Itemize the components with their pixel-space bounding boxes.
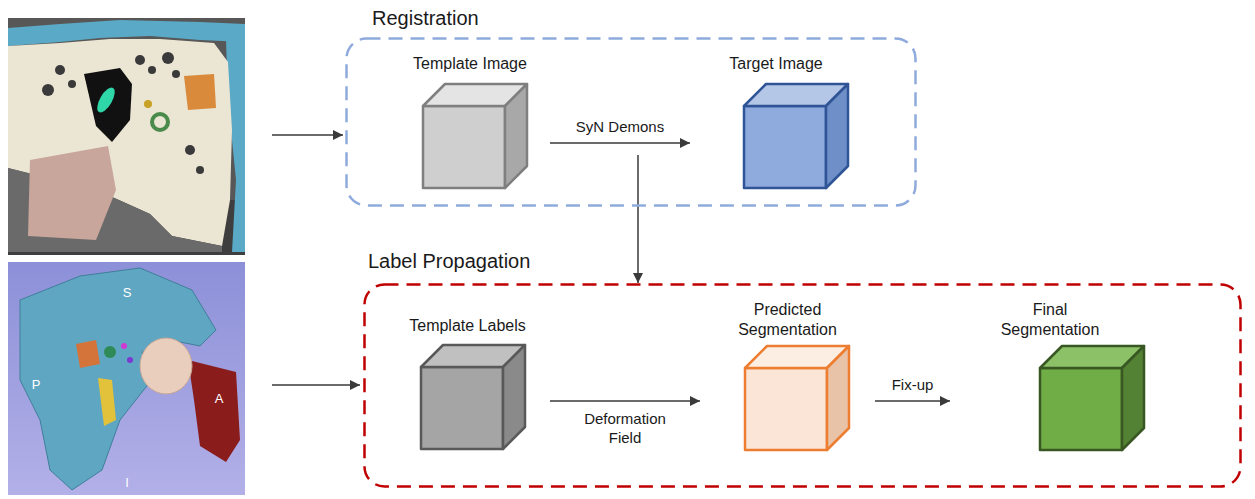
ct-scan-image bbox=[162, 52, 174, 64]
arrow-connector bbox=[550, 400, 700, 402]
deformation-lead-line bbox=[637, 155, 639, 207]
cube-face bbox=[827, 346, 849, 450]
stage-title: Label Propagation bbox=[368, 249, 530, 273]
arrow-label: Fix-up bbox=[873, 375, 953, 394]
ct-scan-image bbox=[84, 68, 132, 142]
volume-cube bbox=[742, 82, 850, 190]
ct-scan-image bbox=[152, 114, 168, 130]
ct-scan-image bbox=[42, 84, 54, 96]
volume-cube bbox=[421, 82, 529, 190]
node-label: Template Labels bbox=[393, 316, 543, 336]
three-d-rendering bbox=[104, 346, 116, 358]
node-label: Template Image bbox=[395, 54, 545, 74]
dashed-stage-box: Label PropagationTemplate LabelsPredicte… bbox=[363, 283, 1242, 488]
arrow-connector bbox=[875, 400, 950, 402]
cube-face bbox=[744, 106, 826, 188]
volume-node: Final Segmentation bbox=[950, 296, 1150, 458]
ct-scan-image bbox=[148, 66, 156, 74]
volume-cube bbox=[1038, 344, 1146, 452]
cube-face bbox=[1040, 368, 1122, 450]
cube-face bbox=[826, 84, 848, 188]
cube-face bbox=[745, 368, 827, 450]
arrow-connector bbox=[550, 142, 690, 144]
cube-face bbox=[1122, 346, 1144, 450]
volume-node: Template Image bbox=[390, 50, 550, 200]
ct-scan-image bbox=[135, 55, 145, 65]
arrow-label: SyN Demons bbox=[555, 117, 685, 136]
ct-scan-image bbox=[144, 100, 152, 108]
volume-cube bbox=[743, 344, 851, 452]
volume-cube bbox=[419, 343, 527, 451]
volume-node: Target Image bbox=[690, 50, 862, 200]
three-d-rendering bbox=[121, 343, 127, 349]
volume-node: Template Labels bbox=[385, 312, 550, 458]
three-d-rendering bbox=[8, 262, 245, 495]
orientation-letter: A bbox=[215, 391, 224, 406]
ct-scan-image bbox=[184, 74, 216, 110]
input-arrow bbox=[272, 134, 343, 136]
node-label: Final Segmentation bbox=[990, 300, 1110, 340]
cube-face bbox=[505, 84, 527, 188]
three-d-rendering bbox=[140, 338, 192, 394]
ct-scan-image bbox=[68, 80, 76, 88]
three-d-rendering bbox=[76, 340, 100, 368]
stage-title: Registration bbox=[372, 6, 479, 30]
cube-face bbox=[421, 367, 503, 449]
ct-scan-image bbox=[185, 145, 195, 155]
three-d-rendering bbox=[98, 378, 116, 426]
dashed-outline bbox=[347, 39, 916, 206]
volume-node: Predicted Segmentation bbox=[700, 296, 875, 458]
ct-scan-image bbox=[8, 18, 245, 255]
ct-scan-image bbox=[28, 146, 116, 240]
dashed-outline bbox=[365, 285, 1241, 487]
ct-scan-image bbox=[55, 65, 65, 75]
node-label: Target Image bbox=[701, 54, 851, 74]
ct-scan-image bbox=[8, 18, 245, 255]
cube-face bbox=[423, 106, 505, 188]
ct-scan-image bbox=[172, 70, 180, 78]
arrow-connector bbox=[637, 207, 639, 283]
orientation-letter: S bbox=[123, 285, 132, 300]
three-d-rendering bbox=[127, 357, 133, 363]
orientation-letter: I bbox=[125, 475, 129, 490]
three-d-rendering bbox=[8, 262, 245, 495]
node-label: Predicted Segmentation bbox=[728, 300, 848, 340]
three-d-rendering bbox=[188, 360, 240, 462]
arrow-label: Deformation Field bbox=[570, 409, 680, 447]
cube-face bbox=[503, 345, 525, 449]
orientation-letter: P bbox=[32, 377, 41, 392]
ct-scan-image bbox=[94, 85, 118, 115]
input-arrow bbox=[272, 135, 360, 385]
input-arrow bbox=[272, 384, 360, 386]
three-d-rendering bbox=[20, 268, 216, 490]
ct-scan-image bbox=[196, 166, 204, 174]
